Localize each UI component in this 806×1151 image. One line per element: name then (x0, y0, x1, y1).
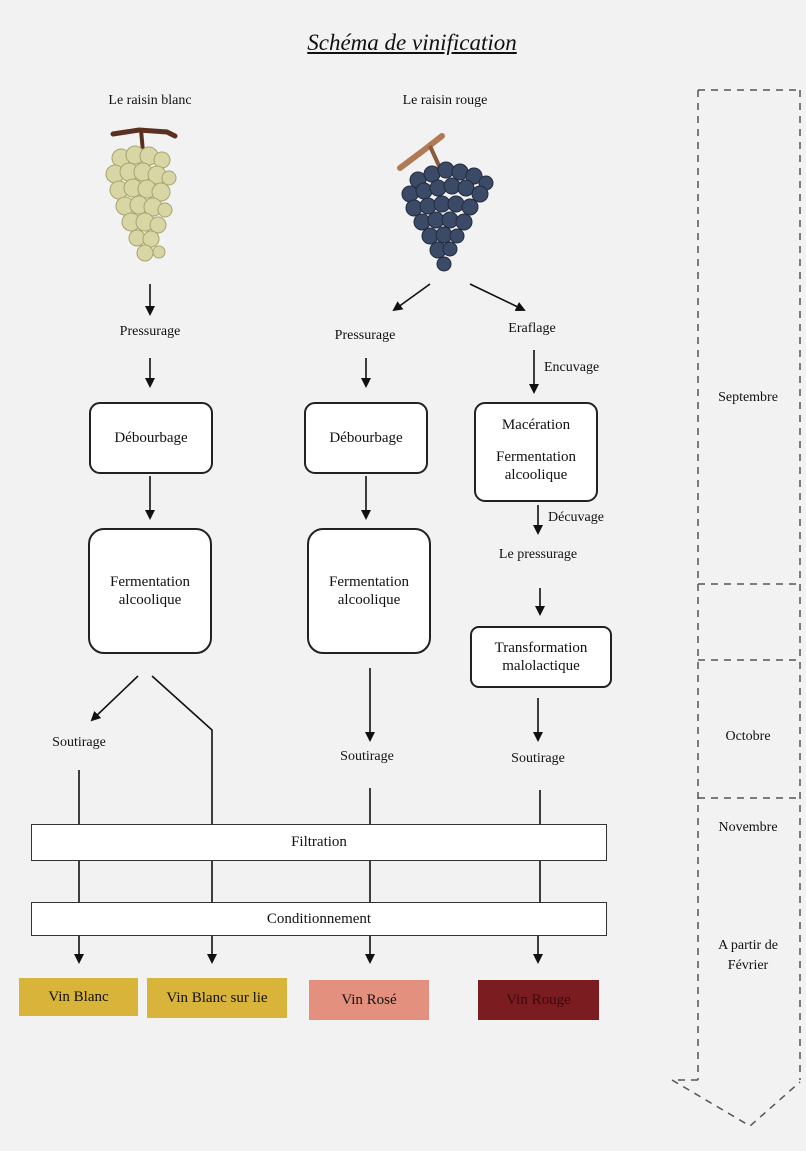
maceration-fermentation-box: Macération Fermentation alcoolique (474, 402, 598, 502)
wine-vin-rose: Vin Rosé (309, 980, 429, 1020)
malolactique-box: Transformation malolactique (470, 626, 612, 688)
soutirage-red-label: Soutirage (511, 751, 565, 766)
decuvage-label: Décuvage (548, 510, 604, 525)
wine-vin-blanc: Vin Blanc (19, 978, 138, 1016)
maceration-text: Macération (501, 417, 571, 433)
pressurage-rose-label: Pressurage (334, 328, 396, 343)
filtration-text: Filtration (291, 834, 347, 850)
wine-label: Vin Rosé (341, 991, 397, 1008)
le-pressurage-label: Le pressurage (498, 547, 578, 562)
encuvage-label: Encuvage (544, 360, 600, 375)
fermentation-rose-box: Fermentation alcoolique (307, 528, 431, 654)
fermentation-red-text: Fermentation alcoolique (496, 449, 576, 483)
month-septembre: Septembre (718, 390, 778, 405)
fermentation-rose-text: Fermentation alcoolique (329, 574, 409, 608)
conditionnement-text: Conditionnement (266, 910, 372, 927)
wine-label: Vin Blanc (48, 988, 109, 1005)
timeline-arrow (669, 89, 801, 1127)
wine-vin-rouge: Vin Rouge (478, 980, 599, 1020)
red-grape-image (397, 133, 494, 272)
wine-vin-blanc-sur-lie: Vin Blanc sur lie (147, 978, 287, 1018)
conditionnement-bar: Conditionnement (31, 902, 607, 936)
eraflage-label: Eraflage (508, 321, 556, 336)
debourbage-rose-text: Débourbage (329, 430, 403, 446)
month-fevrier: A partir de Février (718, 938, 778, 973)
soutirage-white-label: Soutirage (52, 735, 106, 750)
white-grape-label: Le raisin blanc (108, 93, 192, 108)
diagram-title: Schéma de vinification (307, 30, 517, 55)
debourbage-rose-box: Débourbage (304, 402, 428, 474)
month-octobre: Octobre (725, 729, 771, 744)
fermentation-white-box: Fermentation alcoolique (88, 528, 212, 654)
pressurage-white-label: Pressurage (119, 324, 181, 339)
soutirage-rose-label: Soutirage (340, 749, 394, 764)
debourbage-white-text: Débourbage (114, 430, 188, 446)
month-novembre: Novembre (718, 820, 778, 835)
wine-label: Vin Rouge (506, 991, 571, 1008)
white-grape-image (105, 127, 178, 262)
debourbage-white-box: Débourbage (89, 402, 213, 474)
filtration-bar: Filtration (31, 824, 607, 861)
wine-label: Vin Blanc sur lie (166, 989, 268, 1006)
red-grape-label: Le raisin rouge (402, 93, 488, 108)
malolactique-text: Transformation malolactique (494, 640, 588, 674)
fermentation-white-text: Fermentation alcoolique (110, 574, 190, 608)
